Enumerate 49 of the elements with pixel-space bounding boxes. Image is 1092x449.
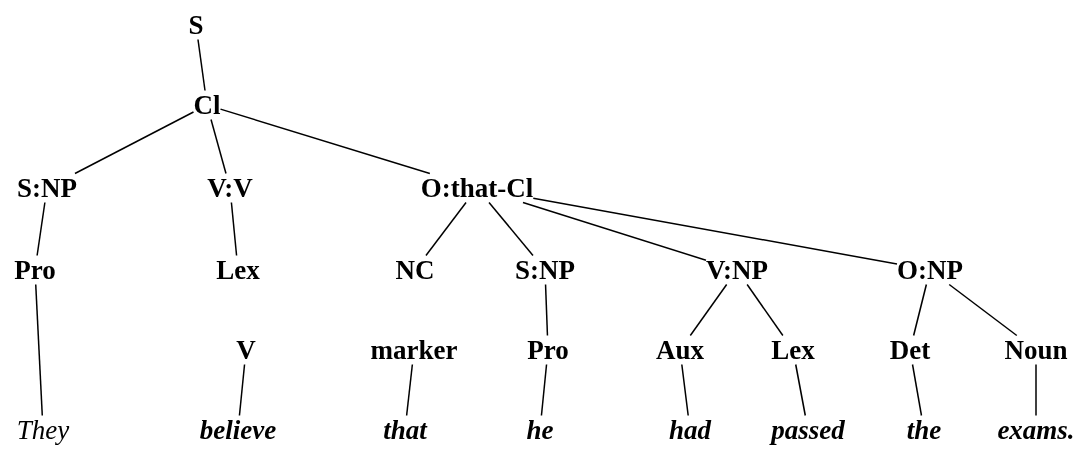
tree-label: had — [669, 415, 711, 445]
tree-label: Lex — [216, 255, 260, 285]
tree-label: that — [383, 415, 427, 445]
tree-branch — [689, 283, 728, 337]
tree-branch — [210, 118, 227, 175]
tree-label: S:NP — [515, 255, 575, 285]
tree-label: S:NP — [17, 173, 77, 203]
tree-label: NC — [395, 255, 435, 285]
tree-label: O:NP — [897, 255, 963, 285]
tree-branch — [532, 197, 898, 265]
tree-branch — [197, 38, 206, 92]
tree-branch — [681, 363, 689, 417]
tree-label: he — [526, 415, 554, 445]
tree-branch — [35, 283, 44, 417]
tree-branch — [544, 283, 549, 337]
tree-branch — [405, 363, 414, 417]
tree-label: Pro — [527, 335, 569, 365]
tree-label: They — [16, 415, 70, 445]
tree-label: passed — [771, 415, 845, 445]
tree-label: Lex — [771, 335, 815, 365]
tree-label: Aux — [656, 335, 704, 365]
tree-branch — [522, 201, 707, 261]
tree-label: Det — [889, 335, 931, 365]
tree-label: V — [236, 335, 256, 365]
tree-branch — [912, 283, 928, 337]
tree-branch — [746, 283, 784, 337]
tree-label: exams. — [997, 415, 1075, 445]
tree-label: V:NP — [706, 255, 768, 285]
tree-branch — [948, 283, 1018, 337]
tree-branch — [238, 363, 246, 417]
tree-label: believe — [199, 415, 277, 445]
tree-branch — [36, 201, 46, 257]
tree-label: marker — [370, 335, 458, 365]
tree-branch — [911, 363, 923, 417]
tree-label: the — [906, 415, 942, 445]
tree-branch — [219, 108, 431, 175]
tree-branch — [488, 201, 534, 257]
tree-label: O:that-Cl — [420, 173, 534, 203]
tree-label: Cl — [193, 90, 221, 120]
tree-branch — [74, 111, 195, 175]
tree-branch — [425, 201, 467, 257]
tree-branch — [540, 363, 548, 417]
tree-branch — [1035, 363, 1037, 417]
tree-branch — [230, 201, 238, 257]
tree-label: S — [188, 10, 204, 40]
tree-branch — [794, 363, 807, 417]
tree-label: V:V — [207, 173, 253, 203]
tree-label: Pro — [14, 255, 56, 285]
tree-label: Noun — [1004, 335, 1068, 365]
